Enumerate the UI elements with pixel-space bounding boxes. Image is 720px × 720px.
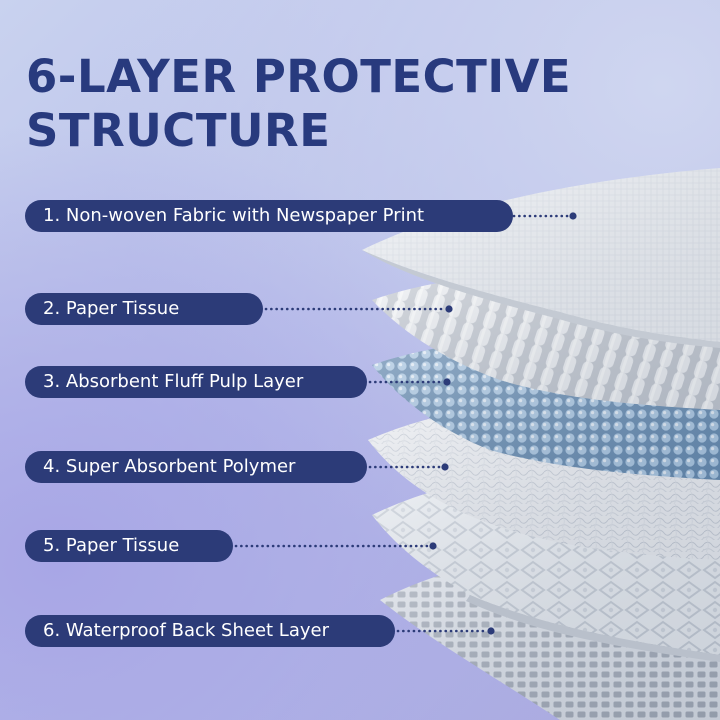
layer-label-6: 6. Waterproof Back Sheet Layer	[25, 615, 395, 647]
connector-dot-5	[429, 542, 437, 550]
title-line-2: STRUCTURE	[26, 104, 331, 157]
layer-label-5: 5. Paper Tissue	[25, 530, 233, 562]
connector-endpoints	[429, 212, 577, 635]
connector-dot-3	[443, 378, 451, 386]
title-line-1: 6-LAYER PROTECTIVE	[26, 50, 572, 103]
layer-label-1: 1. Non-woven Fabric with Newspaper Print	[25, 200, 513, 232]
connector-dot-1	[569, 212, 577, 220]
connector-dot-4	[441, 463, 449, 471]
connector-lines	[234, 214, 572, 633]
layer-1-sheet	[362, 168, 720, 348]
connector-dot-2	[445, 305, 453, 313]
layer-label-2: 2. Paper Tissue	[25, 293, 263, 325]
layer-label-4: 4. Super Absorbent Polymer	[25, 451, 367, 483]
layer-label-3: 3. Absorbent Fluff Pulp Layer	[25, 366, 367, 398]
connector-dot-6	[487, 627, 495, 635]
page-title: 6-LAYER PROTECTIVE STRUCTURE	[26, 50, 626, 158]
